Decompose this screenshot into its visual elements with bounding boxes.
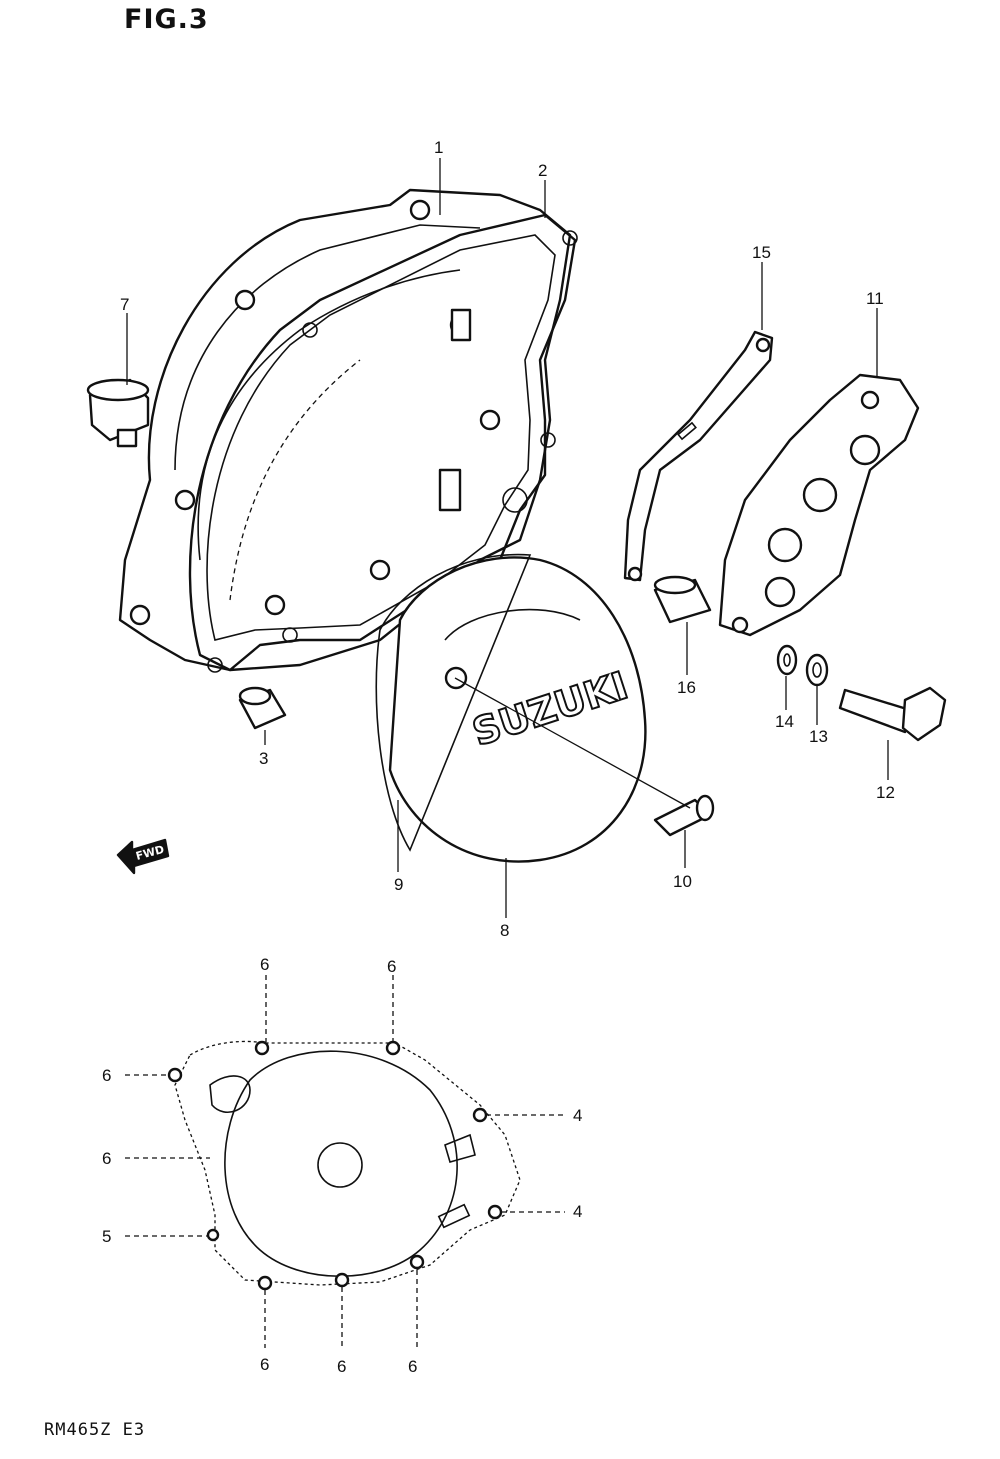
callout-4-lower: 4: [573, 1202, 582, 1221]
callout-4-upper: 4: [573, 1106, 582, 1125]
cover-screw-part: [653, 794, 715, 837]
callout-8: 8: [500, 921, 509, 940]
callout-6-bottom-right: 6: [408, 1357, 417, 1376]
washer-part: [776, 644, 798, 676]
callout-9: 9: [394, 875, 403, 894]
callout-11: 11: [866, 289, 884, 308]
forward-direction-arrow: FWD: [116, 838, 170, 875]
callout-labels: 1 2 7 3 15 11 16 14 13 12 9 10 8 6 6 6 6…: [102, 138, 895, 1376]
leader-lines: [125, 158, 889, 1348]
callout-14: 14: [775, 712, 794, 731]
bracket-strip-part: [623, 330, 774, 582]
figure-title: FIG.3: [124, 4, 209, 35]
guard-plate-part: [718, 373, 920, 637]
callout-6-top-right: 6: [387, 957, 396, 976]
hex-bolt-part: [838, 686, 947, 742]
spacer-part: [653, 575, 712, 624]
callout-6-bottom-middle: 6: [337, 1357, 346, 1376]
oil-filler-cap-part: [86, 378, 150, 448]
callout-12: 12: [876, 783, 895, 802]
magneto-cover-part: SUZUKI: [375, 553, 647, 863]
dowel-pin-part: [238, 686, 287, 730]
callout-6-bottom-left: 6: [260, 1355, 269, 1374]
callout-10: 10: [673, 872, 692, 891]
callout-6-top-left: 6: [260, 955, 269, 974]
callout-13: 13: [809, 727, 828, 746]
lock-washer-part: [805, 653, 829, 687]
callout-16: 16: [677, 678, 696, 697]
callout-2: 2: [538, 161, 547, 180]
callout-15: 15: [752, 243, 771, 262]
crankcase-cover-part: [118, 188, 572, 672]
callout-5: 5: [102, 1227, 111, 1246]
callout-3: 3: [259, 749, 268, 768]
callout-7: 7: [120, 295, 129, 314]
callout-1: 1: [434, 138, 443, 157]
callout-6-left-middle: 6: [102, 1149, 111, 1168]
model-code: RM465Z E3: [44, 1420, 146, 1440]
callout-6-left-upper: 6: [102, 1066, 111, 1085]
cover-rear-view-part: [167, 1040, 521, 1291]
